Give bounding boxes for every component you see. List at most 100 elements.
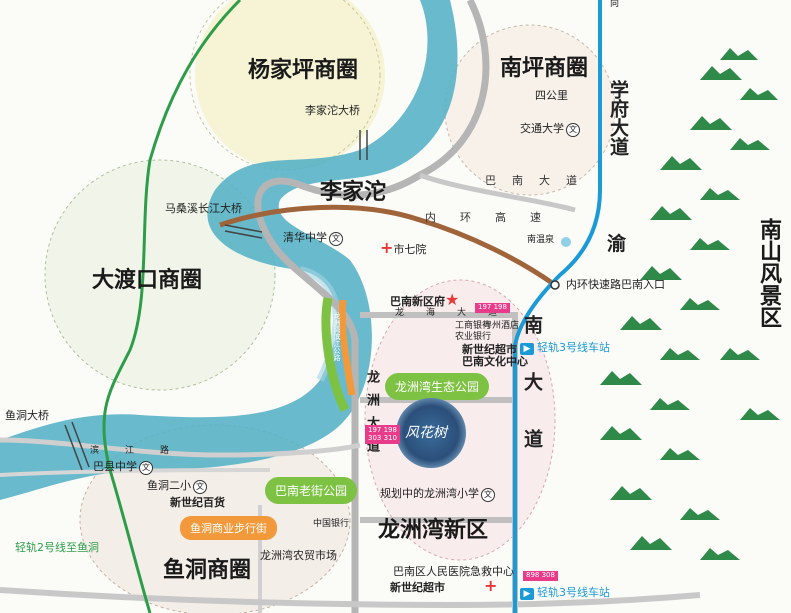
yudong-no2-label: 鱼洞二小	[147, 479, 191, 492]
mountain-icon	[630, 536, 672, 550]
mountain-icon	[620, 316, 662, 330]
riverside-orange-strip	[338, 299, 356, 396]
school-icon: 文	[193, 480, 207, 494]
park-longzhouwan-eco: 龙洲湾生态公园	[385, 373, 490, 400]
school-icon: 文	[139, 461, 153, 475]
mountain-icon	[600, 371, 642, 385]
mountain-icon	[680, 508, 720, 520]
label-yudong-bridge: 鱼洞大桥	[5, 409, 49, 422]
label-masangxi-bridge: 马桑溪长江大桥	[165, 202, 242, 215]
label-abc: 农业银行	[455, 332, 492, 342]
qinghua-middle-label: 清华中学	[283, 231, 327, 244]
bus-badge-a: 197 198	[475, 303, 510, 313]
label-china-bank: 中国银行	[313, 519, 350, 529]
inner-ring-entrance-dot	[550, 280, 560, 290]
road-gray-main	[254, 0, 490, 613]
hospital-icon: +	[380, 238, 394, 257]
mountain-icon	[660, 156, 702, 170]
label-yuezhou-hotel: 粤州酒店	[483, 321, 520, 331]
metro2-to-yudong: 轻轨2号线至鱼洞	[15, 541, 99, 554]
mountain-icon	[600, 426, 642, 440]
road-south	[0, 587, 701, 609]
mountain-icon	[690, 238, 730, 250]
mountain-icon	[700, 188, 740, 200]
poi-banan-government: 巴南新区府★	[390, 292, 459, 308]
label-farm-market: 龙洲湾农贸市场	[260, 549, 337, 562]
metro3-station-b: ▶轻轨3号线车站	[520, 584, 610, 600]
district-nanping: 南坪商圈	[500, 56, 589, 81]
masangxi-bridge-mark	[224, 224, 263, 239]
ba-county-middle-label: 巴县中学	[93, 460, 137, 473]
project-name: 风花树	[405, 425, 447, 441]
district-dadukou: 大渡口商圈	[92, 268, 203, 293]
school-icon: 文	[566, 123, 580, 137]
bus-badge-b-line1: 197 198	[368, 426, 397, 434]
mountain-icon	[650, 206, 692, 220]
yangjiaping-circle	[195, 0, 385, 170]
dadukou-circle-outline	[44, 159, 276, 391]
road-top-edge: 向	[610, 0, 620, 9]
poi-ba-county-middle: 巴县中学文	[93, 461, 153, 475]
bus-badge-b: 197 198 303 310	[365, 425, 400, 444]
planned-school-label: 规划中的龙洲湾小学	[380, 487, 479, 500]
road-longzhou-riverside: 龙洲湾滨江公路	[333, 312, 341, 361]
mountain-icon	[660, 448, 700, 460]
lijiatuo-bridge-mark	[359, 130, 368, 160]
mountain-icon	[740, 88, 778, 100]
mountain-icon	[680, 298, 720, 310]
road-longhai-avenue: 龙海大道	[395, 308, 520, 318]
mountain-icon	[700, 66, 742, 80]
metro3-station-a-label: 轻轨3号线车站	[537, 341, 610, 354]
road-nan-dadao-label: 南大道	[521, 315, 543, 486]
metro-icon: ▶	[520, 588, 534, 600]
road-xuefu-avenue: 学府大道	[607, 80, 629, 156]
label-nanwenquan: 南温泉	[527, 235, 555, 245]
mountain-icon	[690, 116, 732, 130]
district-longzhouwan: 龙洲湾新区	[378, 518, 489, 543]
mountain-icon	[720, 348, 760, 360]
project-logo	[396, 398, 466, 468]
school-icon: 文	[329, 232, 343, 246]
mountain-icon	[720, 48, 758, 60]
label-banan-hospital: 巴南区人民医院急救中心	[393, 565, 514, 578]
metro3-station-b-label: 轻轨3号线车站	[537, 586, 610, 599]
longzhouwan-circle-outline	[364, 279, 556, 561]
yudong-walk-street: 鱼洞商业步行街	[180, 516, 277, 540]
road-binjiang: 滨江路	[90, 446, 196, 456]
district-lijiatuo: 李家沱	[320, 180, 387, 205]
label-inner-ring-entrance: 内环快速路巴南入口	[566, 278, 665, 291]
poi-planned-school: 规划中的龙洲湾小学文	[380, 488, 495, 502]
road-yu-label: 渝	[607, 233, 627, 255]
label-sigongli: 四公里	[535, 89, 568, 102]
bus-badge-c: 898 308	[523, 571, 558, 581]
label-xinshiji-market-2: 新世纪超市	[390, 581, 445, 594]
yudong-bridge-mark	[64, 421, 90, 471]
nanwenquan-pool	[561, 237, 571, 247]
poi-jiaotong-univ: 交通大学文	[520, 123, 580, 137]
label-icbc: 工商银行	[455, 321, 492, 331]
mountain-icon	[610, 486, 652, 500]
metro-line-2	[102, 0, 242, 613]
poi-city-7th-hospital: +市七院	[380, 240, 426, 256]
district-nanshan: 南山风景区	[756, 218, 781, 328]
government-star-icon: ★	[445, 290, 460, 309]
riverside-green-strip	[321, 297, 350, 413]
mountain-icon	[700, 548, 740, 560]
inner-ring-expressway	[219, 204, 557, 288]
hospital-icon: +	[484, 576, 498, 595]
road-banan-avenue	[419, 172, 576, 213]
poi-qinghua-middle: 清华中学文	[283, 232, 343, 246]
mountain-icon	[650, 398, 690, 410]
district-yudong: 鱼洞商圈	[163, 558, 252, 583]
poi-yudong-no2: 鱼洞二小文	[147, 480, 207, 494]
metro3-station-a: ▶轻轨3号线车站	[520, 339, 610, 355]
mountain-range	[600, 48, 780, 560]
jiaotong-univ-label: 交通大学	[520, 122, 564, 135]
city-7th-hospital-label: 市七院	[393, 243, 427, 256]
metro-icon: ▶	[520, 343, 534, 355]
road-binjiang	[0, 437, 361, 458]
bus-badge-b-line2: 303 310	[368, 434, 397, 443]
park-banan-old-street: 巴南老街公园	[265, 477, 358, 504]
yangjiaping-circle-outline	[189, 0, 381, 171]
